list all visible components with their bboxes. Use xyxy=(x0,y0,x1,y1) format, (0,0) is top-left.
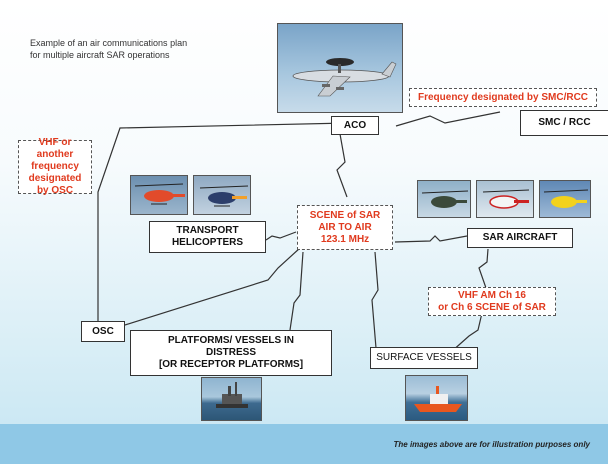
link-scene-sar xyxy=(394,235,468,243)
helicopter-photo-2 xyxy=(193,175,251,215)
link-aco-smc xyxy=(395,111,501,127)
footer-bar: The images above are for illustration pu… xyxy=(0,424,608,464)
smc-rcc-node: SMC / RCC xyxy=(520,110,608,136)
platform-photo xyxy=(201,377,262,421)
link-sar-vhfam xyxy=(478,248,489,289)
platforms-vessels-node: PLATFORMS/ VESSELS IN DISTRESS [OR RECEP… xyxy=(130,330,332,376)
diagram-caption: Example of an air communications plan fo… xyxy=(30,38,188,60)
footer-disclaimer: The images above are for illustration pu… xyxy=(393,440,591,449)
sar-aircraft-node: SAR AIRCRAFT xyxy=(467,228,573,248)
connector-lines xyxy=(97,111,501,353)
sar-aircraft-photo-1 xyxy=(417,180,471,218)
surface-vessels-node: SURFACE VESSELS xyxy=(370,347,478,369)
link-aco-scene xyxy=(336,133,348,198)
vhf-am-note: VHF AM Ch 16 or Ch 6 SCENE of SAR xyxy=(428,287,556,316)
osc-node: OSC xyxy=(81,321,125,342)
awacs-aircraft-photo xyxy=(277,23,403,113)
helicopter-photo-1 xyxy=(130,175,188,215)
link-vhfam-surface xyxy=(450,312,483,353)
smc-frequency-note: Frequency designated by SMC/RCC xyxy=(409,88,597,107)
transport-helicopters-node: TRANSPORT HELICOPTERS xyxy=(149,221,266,253)
sar-aircraft-photo-3 xyxy=(539,180,591,218)
sar-aircraft-photo-2 xyxy=(476,180,534,218)
link-aco-osc xyxy=(97,122,349,321)
aco-node: ACO xyxy=(331,116,379,135)
osc-frequency-note: VHF or another frequency designated by O… xyxy=(18,137,92,196)
link-scene-osc xyxy=(124,247,301,326)
link-scene-surface xyxy=(371,251,379,349)
scene-of-sar-node: SCENE of SAR AIR TO AIR 123.1 MHz xyxy=(297,205,393,250)
link-scene-platforms xyxy=(289,251,304,331)
vessel-photo xyxy=(405,375,468,421)
link-scene-transport xyxy=(265,231,297,241)
